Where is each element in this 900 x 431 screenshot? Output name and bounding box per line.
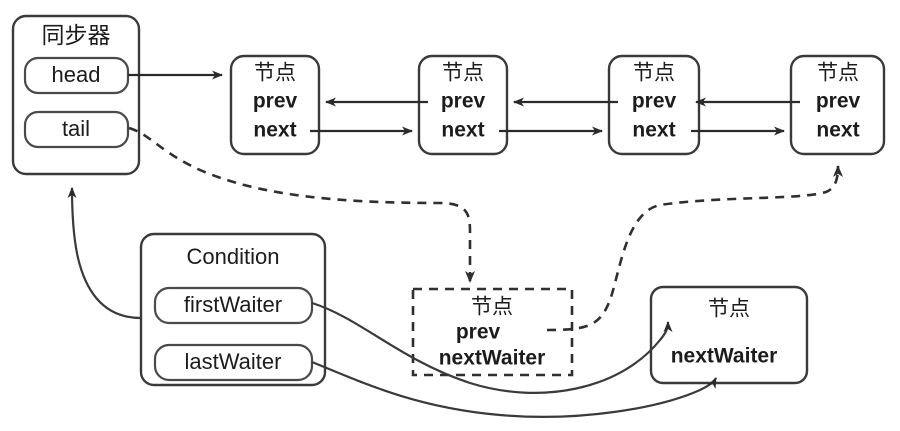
head-label: head: [52, 62, 101, 87]
condition-node-dashed-field-nextwaiter: nextWaiter: [439, 347, 546, 370]
arrow-firstwaiter-to-node: [311, 301, 673, 394]
sync-node-3[interactable]: 节点 prev next: [607, 54, 701, 156]
condition-node-solid[interactable]: 节点 nextWaiter: [649, 285, 809, 385]
sync-node-4-field-prev: prev: [816, 90, 861, 113]
condition-node-solid-field-nextwaiter: nextWaiter: [671, 345, 778, 368]
condition-box[interactable]: Condition firstWaiter lastWaiter: [139, 232, 327, 387]
firstwaiter-outline: [153, 286, 314, 325]
sync-node-1-field-prev: prev: [253, 90, 298, 113]
sync-node-3-field-prev: prev: [632, 90, 677, 113]
condition-node-dashed-field-prev: prev: [456, 321, 501, 344]
sync-node-4-title: 节点: [817, 62, 859, 85]
condition-field-lastwaiter[interactable]: lastWaiter: [153, 343, 314, 382]
arrow-tail-to-condition-node: [128, 126, 475, 283]
condition-node-solid-title: 节点: [708, 298, 750, 321]
sync-node-2-field-next: next: [441, 119, 484, 142]
sync-node-3-field-next: next: [632, 119, 675, 142]
condition-title: Condition: [187, 244, 280, 269]
sync-node-4-field-next: next: [816, 119, 859, 142]
arrow-lastwaiter-to-node: [311, 360, 717, 418]
sync-node-1-field-next: next: [253, 119, 296, 142]
synchronizer-field-tail[interactable]: tail: [23, 110, 130, 149]
tail-outline: [23, 110, 130, 149]
firstwaiter-label: firstWaiter: [184, 292, 282, 317]
sync-node-4[interactable]: 节点 prev next: [789, 54, 886, 156]
condition-node-dashed[interactable]: 节点 prev nextWaiter: [411, 287, 574, 377]
sync-node-1-title: 节点: [254, 62, 296, 85]
sync-node-2-title: 节点: [442, 62, 484, 85]
condition-node-solid-outline: [649, 285, 809, 385]
synchronizer-outline: [11, 14, 141, 176]
synchronizer-title: 同步器: [42, 22, 111, 48]
condition-node-dashed-outline: [411, 287, 574, 377]
sync-node-1[interactable]: 节点 prev next: [229, 54, 321, 156]
sync-node-2-outline: [417, 54, 509, 156]
tail-label: tail: [62, 116, 90, 141]
sync-node-4-outline: [789, 54, 886, 156]
arrow-condition-to-synchronizer: [67, 187, 142, 320]
sync-node-2-field-prev: prev: [441, 90, 486, 113]
sync-node-1-outline: [229, 54, 321, 156]
lastwaiter-label: lastWaiter: [185, 349, 282, 374]
synchronizer-box[interactable]: 同步器 head tail: [11, 14, 141, 176]
condition-node-dashed-title: 节点: [471, 296, 513, 319]
synchronizer-field-head[interactable]: head: [23, 56, 130, 95]
condition-outline: [139, 232, 327, 387]
arrow-condition-node-prev-to-node4: [546, 165, 843, 332]
sync-node-2[interactable]: 节点 prev next: [417, 54, 509, 156]
sync-node-3-title: 节点: [633, 62, 675, 85]
condition-field-firstwaiter[interactable]: firstWaiter: [153, 286, 314, 325]
